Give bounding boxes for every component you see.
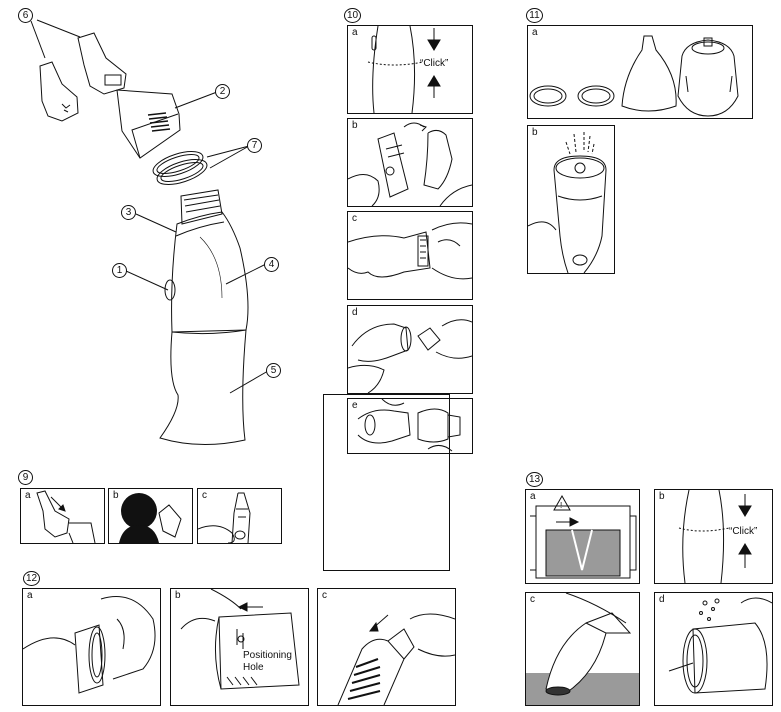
panel-label: a bbox=[529, 491, 537, 502]
panel-label: c bbox=[321, 590, 328, 601]
section-10-number: 10 bbox=[344, 8, 361, 23]
panel-10d: d bbox=[347, 305, 473, 394]
panel-10c: c bbox=[347, 211, 473, 300]
panel-10a: a “Click” bbox=[347, 25, 473, 114]
callout-6: 6 bbox=[18, 8, 33, 23]
callout-3: 3 bbox=[121, 205, 136, 220]
panel-label: a bbox=[531, 27, 539, 38]
panel-label: a bbox=[351, 27, 359, 38]
panel-label: a bbox=[26, 590, 34, 601]
section-12-number: 12 bbox=[23, 571, 40, 586]
panel-9a: a bbox=[20, 488, 105, 544]
click-text: “Click” bbox=[420, 58, 449, 69]
panel-9b: b bbox=[108, 488, 193, 544]
panel-label: c bbox=[351, 213, 358, 224]
panel-label: b bbox=[174, 590, 182, 601]
positioning-hole-text: Positioning Hole bbox=[243, 650, 292, 673]
callout-5: 5 bbox=[266, 363, 281, 378]
panel-label: b bbox=[531, 127, 539, 138]
section-11-number: 11 bbox=[526, 8, 543, 23]
callout-1: 1 bbox=[112, 263, 127, 278]
panel-12a: a bbox=[22, 588, 161, 706]
panel-label: c bbox=[201, 490, 208, 501]
section-13-number: 13 bbox=[526, 472, 543, 487]
panel-12c: c bbox=[317, 588, 456, 706]
callout-7: 7 bbox=[247, 138, 262, 153]
click-text-13b: “Click” bbox=[729, 526, 758, 537]
panel-label: c bbox=[529, 594, 536, 605]
panel-label: b bbox=[351, 120, 359, 131]
panel-11a: a bbox=[527, 25, 753, 119]
panel-13b: b “Click” bbox=[654, 489, 773, 584]
panel-label: d bbox=[658, 594, 666, 605]
callout-4: 4 bbox=[264, 257, 279, 272]
section-9-number: 9 bbox=[18, 470, 33, 485]
panel-11b: b bbox=[527, 125, 615, 274]
panel-13c: c bbox=[525, 592, 640, 706]
panel-label: a bbox=[24, 490, 32, 501]
guide-frame bbox=[323, 394, 450, 571]
callout-2: 2 bbox=[215, 84, 230, 99]
panel-label: d bbox=[351, 307, 359, 318]
panel-label: e bbox=[351, 400, 359, 411]
panel-10e: e bbox=[347, 398, 473, 454]
svg-text:!: ! bbox=[560, 501, 562, 510]
panel-label: b bbox=[112, 490, 120, 501]
panel-9c: c bbox=[197, 488, 282, 544]
panel-12b: b Positioning Hole bbox=[170, 588, 309, 706]
panel-10b: b bbox=[347, 118, 473, 207]
panel-13d: d bbox=[654, 592, 773, 706]
panel-label: b bbox=[658, 491, 666, 502]
panel-13a: a ! bbox=[525, 489, 640, 584]
